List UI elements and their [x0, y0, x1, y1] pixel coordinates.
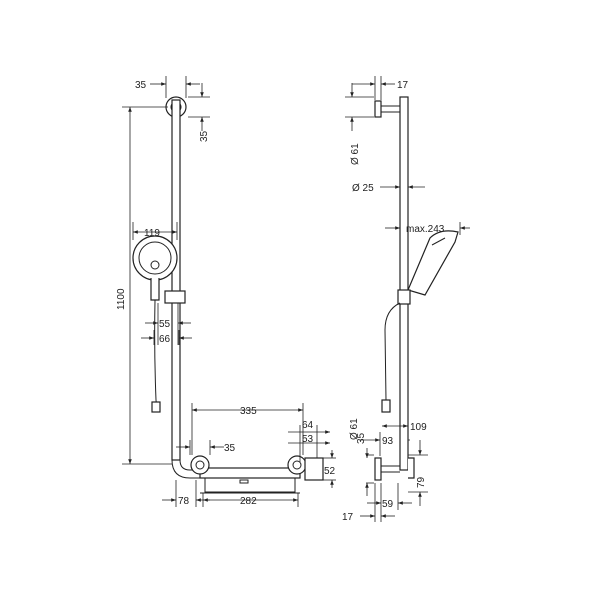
dim-offset-64-label: 64 — [302, 420, 314, 431]
dim-height-52-label: 52 — [324, 466, 336, 477]
dim-holder-width-b-label: 66 — [159, 334, 171, 345]
dim-depth-109: 109 — [382, 418, 427, 456]
dim-total-height-label: 1100 — [116, 288, 127, 310]
dim-top-vertical-label: 35 — [199, 130, 210, 142]
dim-rail-diameter: Ø 25 — [352, 183, 425, 194]
side-hose — [384, 302, 401, 401]
dim-max-reach: max.243 — [385, 222, 470, 235]
dim-shelf-length-label: 282 — [240, 496, 257, 507]
shower-head-handle — [150, 278, 160, 301]
dim-shelf-length: 282 — [202, 493, 299, 507]
side-holder-block — [304, 457, 324, 481]
dim-height-79: 79 — [408, 440, 428, 506]
bottom-left-bracket — [190, 455, 210, 475]
dim-rail-diameter-label: Ø 25 — [352, 183, 374, 194]
shower-hose — [154, 275, 158, 411]
dim-depth-109-label: 109 — [410, 422, 427, 433]
dim-bracket-diameter-lower: Ø 61 — [349, 418, 374, 484]
bottom-right-bracket — [287, 455, 307, 475]
dim-vertical-35: 35 — [356, 432, 369, 496]
dim-height-79-label: 79 — [416, 476, 427, 488]
dim-bottom-59-label: 59 — [382, 499, 394, 510]
front-view: 35 35 1100 119 — [116, 76, 336, 507]
side-shelf — [408, 457, 415, 479]
dim-depth-93: 93 — [360, 432, 410, 456]
bottom-left-bracket-inner — [195, 460, 205, 470]
dim-elbow-offset-label: 78 — [178, 496, 190, 507]
side-shower-head — [407, 230, 459, 296]
dim-bottom-wall-label: 17 — [342, 512, 354, 523]
dim-shelf-span-label: 335 — [240, 406, 257, 417]
shower-head-ring — [138, 241, 172, 275]
side-hose-end — [381, 399, 391, 413]
dim-total-height: 1100 — [116, 106, 172, 465]
dim-holder-width-a: 55 — [145, 303, 191, 345]
dim-bracket-diameter-lower-label: Ø 61 — [349, 418, 360, 440]
rail-elbow-inner — [179, 455, 200, 471]
shelf-clip — [239, 479, 249, 484]
dim-bottom-wall: 17 — [342, 483, 395, 523]
dim-top-wall-label: 17 — [397, 80, 409, 91]
hose-end — [151, 401, 161, 413]
slider — [164, 290, 186, 304]
side-shower-head-detail — [431, 237, 446, 246]
dim-bottom-59: 59 — [367, 483, 412, 510]
dim-bracket-diameter-label: Ø 61 — [350, 143, 361, 165]
dim-shelf-gap: 35 — [176, 440, 236, 455]
dim-shelf-gap-label: 35 — [224, 443, 236, 454]
dim-bracket-diameter: Ø 61 — [345, 83, 374, 165]
bottom-right-bracket-inner — [292, 460, 302, 470]
dim-top-vertical: 35 — [188, 83, 210, 142]
dim-top-offset: 35 — [135, 76, 200, 98]
shelf — [199, 467, 301, 479]
dim-vertical-35-label: 35 — [356, 432, 367, 444]
dim-depth-93-label: 93 — [382, 436, 394, 447]
side-rail — [399, 96, 409, 471]
side-slider — [397, 289, 411, 305]
dim-top-wall: 17 — [352, 76, 409, 100]
side-view: 17 Ø 61 Ø 25 max.243 109 — [342, 76, 470, 523]
shelf-tray — [204, 477, 296, 493]
dim-head-diameter-label: 119 — [144, 228, 160, 239]
dim-head-diameter: 119 — [132, 222, 178, 240]
dim-top-offset-label: 35 — [135, 80, 147, 91]
vertical-rail — [171, 99, 181, 461]
dim-max-reach-label: max.243 — [406, 224, 445, 235]
dim-holder-width-b: 66 — [141, 330, 192, 345]
dim-elbow-offset: 78 — [162, 480, 210, 507]
dim-offset-53-label: 53 — [302, 434, 314, 445]
dim-holder-width-a-label: 55 — [159, 319, 171, 330]
dim-offsets-right: 64 53 52 — [288, 420, 336, 488]
side-top-bracket — [374, 100, 382, 118]
side-bottom-bracket — [374, 457, 382, 481]
dim-shelf-span: 335 — [191, 403, 304, 455]
shower-head-center — [150, 260, 160, 270]
rail-elbow — [171, 455, 200, 479]
shower-head — [132, 235, 178, 281]
